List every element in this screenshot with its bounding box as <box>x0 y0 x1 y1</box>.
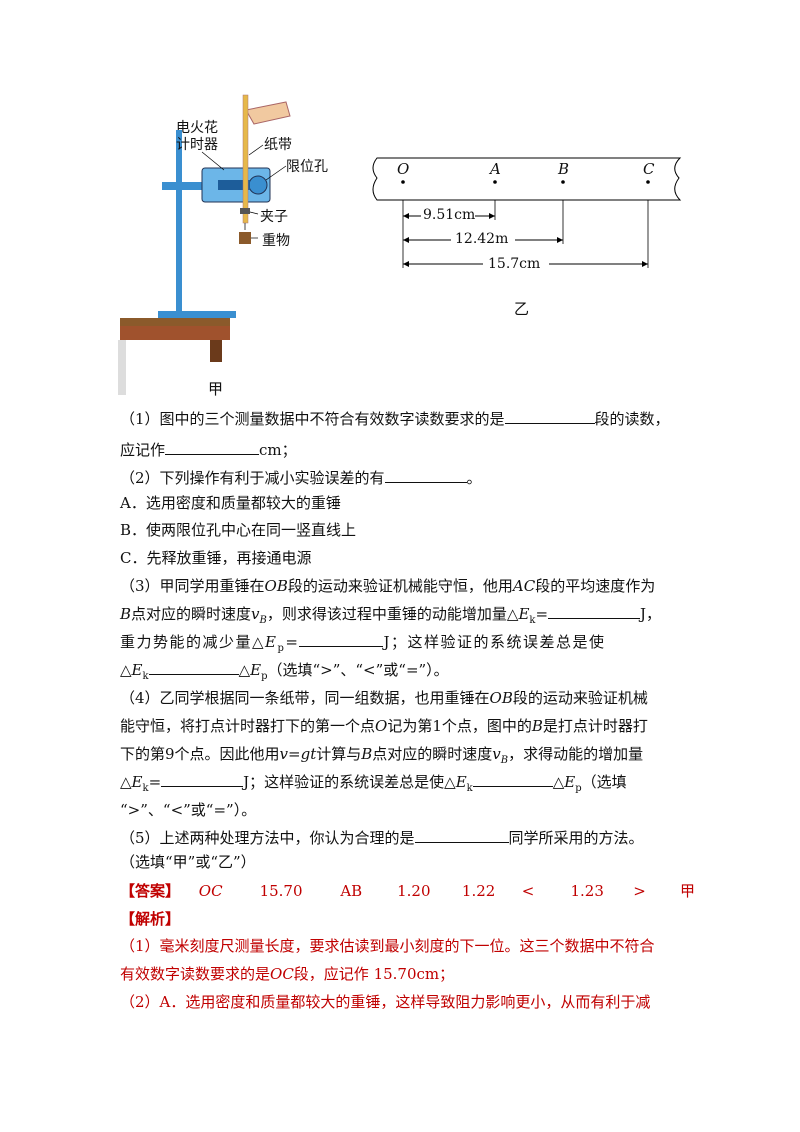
q2-option-c: C．先释放重锤，再接通电源 <box>120 549 312 567</box>
q2-option-a: A．选用密度和质量都较大的重锤 <box>120 494 341 512</box>
label-limit-hole: 限位孔 <box>286 159 328 175</box>
q1-line1: （1）图中的三个测量数据中不符合有效数字读数要求的是段的读数， <box>120 409 670 428</box>
answer-7: 1.23 <box>570 882 604 900</box>
label-tape: 纸带 <box>264 137 292 153</box>
q3-line2: B点对应的瞬时速度vB，则求得该过程中重锤的动能增加量△Ek=J， <box>120 604 662 626</box>
q3-line4: △Ek△Ep（选填“>”、“<”或“=”）。 <box>120 660 449 682</box>
q4-line2: 能守恒，将打点计时器打下的第一个点O记为第1个点，图中的B是打点计时器打 <box>120 717 648 735</box>
answer-6: < <box>521 882 535 900</box>
stand-rod <box>176 130 182 311</box>
table-leg <box>210 340 222 362</box>
label-timer: 电火花 计时器 <box>176 120 218 153</box>
q4-line5: “>”、“<”或“=”）。 <box>120 801 257 819</box>
q3-line1: （3）甲同学用重锤在OB段的运动来验证机械能守恒，他用AC段的平均速度作为 <box>120 577 656 595</box>
blank <box>161 772 244 787</box>
label-clip: 夹子 <box>260 209 288 225</box>
q4-line4: △Ek=J；这样验证的系统误差总是使△Ek△Ep（选填 <box>120 772 627 794</box>
answer-1: OC <box>198 882 223 900</box>
table-top <box>120 318 230 326</box>
q4-line1: （4）乙同学根据同一条纸带，同一组数据，也用重锤在OB段的运动来验证机械 <box>120 689 648 707</box>
q4-line3: 下的第9个点。因此他用v=gt计算与B点对应的瞬时速度vB，求得动能的增加量 <box>120 745 644 766</box>
blank <box>548 604 641 619</box>
analysis-p1-line1: （1）毫米刻度尺测量长度，要求估读到最小刻度的下一位。这三个数据中不符合 <box>120 937 655 955</box>
weight-shape <box>239 232 251 244</box>
blank <box>299 632 384 647</box>
analysis-p1-line2: 有效数字读数要求的是OC段，应记作 15.70cm； <box>120 965 455 983</box>
tape-strip <box>372 157 682 201</box>
point-a-label: A <box>490 160 501 178</box>
stand-base <box>158 311 236 318</box>
point-b-dot <box>561 180 565 184</box>
answer-5: 1.22 <box>461 882 496 900</box>
point-c-dot <box>646 180 650 184</box>
blank <box>148 660 239 675</box>
label-weight: 重物 <box>262 233 290 249</box>
q2-line: （2）下列操作有利于减小实验误差的有。 <box>120 468 482 487</box>
blank <box>414 828 509 843</box>
apparatus-figure <box>118 94 291 395</box>
answer-2: 15.70 <box>259 882 303 900</box>
blank <box>472 772 553 787</box>
blank <box>165 440 260 455</box>
hand-shape <box>245 101 291 125</box>
q5-line2: （选填“甲”或“乙”） <box>120 853 256 871</box>
analysis-label: 【解析】 <box>120 910 181 928</box>
paper-tape <box>242 94 249 224</box>
answer-label: 【答案】 <box>120 882 181 900</box>
point-o-dot <box>401 180 405 184</box>
point-c-label: C <box>643 160 655 178</box>
measure-oa: 9.51cm <box>423 207 476 223</box>
measure-ob: 12.42m <box>455 231 509 247</box>
table-edge <box>120 326 230 340</box>
measure-oc: 15.7cm <box>488 256 541 272</box>
point-b-label: B <box>558 160 570 178</box>
blank <box>384 468 467 483</box>
tape-figure <box>372 157 682 268</box>
caption-jia: 甲 <box>208 380 224 398</box>
answer-8: > <box>633 882 646 900</box>
answer-4: 1.20 <box>397 882 431 900</box>
blank <box>504 409 595 424</box>
caption-yi: 乙 <box>514 300 530 318</box>
answer-3: AB <box>340 882 363 900</box>
analysis-p2-line1: （2）A．选用密度和质量都较大的重锤，这样导致阻力影响更小，从而有利于减 <box>120 993 651 1011</box>
q2-option-b: B．使两限位孔中心在同一竖直线上 <box>120 521 357 539</box>
point-o-label: O <box>397 160 410 178</box>
q3-line3: 重力势能的减少量△Ep=J；这样验证的系统误差总是使 <box>120 632 606 654</box>
answer-9: 甲 <box>680 882 696 900</box>
answer-line: 【答案】 OC 15.70 AB 1.20 1.22 < 1.23 > 甲 <box>120 881 695 901</box>
point-a-dot <box>493 180 497 184</box>
q5-line1: （5）上述两种处理方法中，你认为合理的是同学所采用的方法。 <box>120 828 644 847</box>
clip-shape <box>240 208 250 214</box>
